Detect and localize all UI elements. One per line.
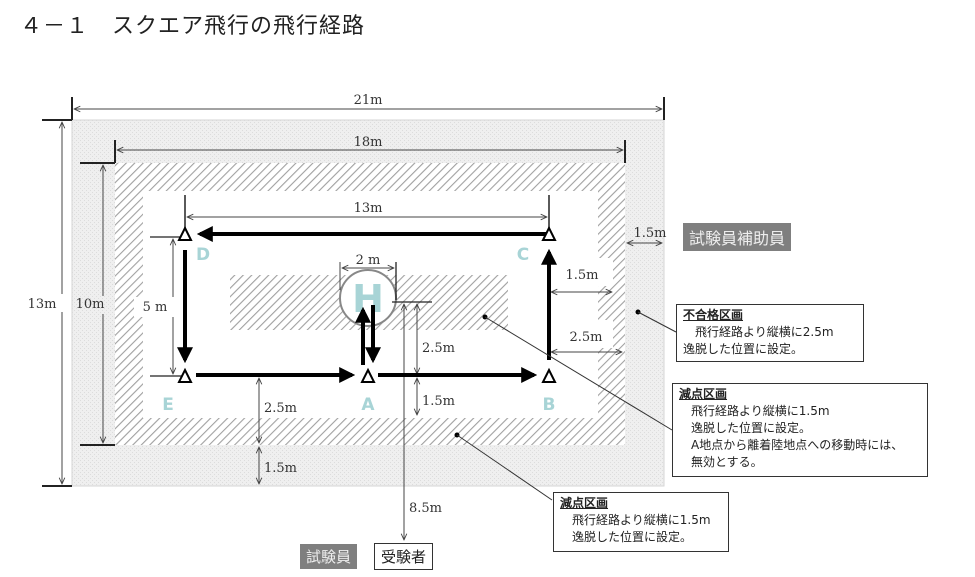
point-label-e: E bbox=[162, 395, 174, 415]
dim-10m-height-label: 10m bbox=[76, 297, 105, 312]
note-penalty-outer-title: 減点区画 bbox=[560, 496, 609, 510]
dim-lower-2-5m-label: 2.5m bbox=[264, 401, 297, 416]
note-line: A地点から離着陸地点への移動時には、 bbox=[679, 438, 904, 452]
examiner-label: 試験員 bbox=[300, 544, 358, 569]
label-bg bbox=[548, 320, 613, 348]
label-bg bbox=[76, 296, 106, 314]
point-label-b: B bbox=[543, 395, 556, 415]
dim-right-1-5m-label: 1.5m bbox=[565, 268, 598, 283]
dim-2m-label: 2 m bbox=[356, 253, 381, 268]
point-marker-b bbox=[541, 367, 557, 383]
dim-21m-label: 21m bbox=[354, 93, 383, 108]
dim-8-5m-label: 8.5m bbox=[409, 501, 442, 516]
assistant-examiner-label: 試験員補助員 bbox=[683, 223, 792, 251]
helipad-label: H bbox=[352, 277, 384, 321]
point-marker-c bbox=[541, 225, 557, 241]
dim-helipad-2-5m-label: 2.5m bbox=[422, 341, 455, 356]
note-penalty-zone-outer: 減点区画 飛行経路より縦横に1.5m 逸脱した位置に設定。 bbox=[553, 492, 729, 552]
leader-line-fail bbox=[637, 311, 677, 333]
point-label-a: A bbox=[361, 395, 375, 415]
dim-18m-label: 18m bbox=[354, 135, 383, 150]
note-line: 飛行経路より縦横に1.5m bbox=[560, 513, 711, 527]
note-fail-zone-title: 不合格区画 bbox=[683, 308, 744, 322]
label-bg bbox=[40, 294, 70, 312]
leader-line-penalty-inner bbox=[484, 316, 673, 431]
note-penalty-inner-title: 減点区画 bbox=[679, 387, 728, 401]
point-label-d: D bbox=[196, 245, 210, 265]
examinee-label: 受験者 bbox=[374, 543, 434, 570]
note-penalty-zone-inner: 減点区画 飛行経路より縦横に1.5m 逸脱した位置に設定。 A地点から離着陸地点… bbox=[672, 383, 928, 477]
point-marker-d bbox=[177, 225, 193, 241]
dim-outer-1-5m-label: 1.5m bbox=[633, 226, 666, 241]
leader-line-penalty-outer bbox=[456, 434, 553, 501]
dim-5m-label: 5 m bbox=[143, 300, 168, 315]
dim-13m-height-label: 13m bbox=[28, 297, 57, 312]
point-marker-e bbox=[177, 367, 193, 383]
dim-right-2-5m-label: 2.5m bbox=[569, 330, 602, 345]
dim-path-1-5m-label: 1.5m bbox=[422, 394, 455, 409]
note-line: 無効とする。 bbox=[679, 455, 763, 469]
point-label-c: C bbox=[517, 245, 529, 265]
label-bg bbox=[548, 258, 613, 286]
dim-lower-1-5m-label: 1.5m bbox=[264, 461, 297, 476]
note-fail-zone: 不合格区画 飛行経路より縦横に2.5m 逸脱した位置に設定。 bbox=[676, 304, 864, 362]
note-line: 飛行経路より縦横に1.5m bbox=[679, 404, 830, 418]
dim-13m-label: 13m bbox=[354, 201, 383, 216]
note-line: 逸脱した位置に設定。 bbox=[560, 530, 693, 544]
label-bg bbox=[134, 297, 178, 317]
note-line: 逸脱した位置に設定。 bbox=[679, 421, 812, 435]
point-marker-a bbox=[360, 367, 376, 383]
page-title: ４－１ スクエア飛行の飛行経路 bbox=[20, 14, 366, 39]
note-line: 飛行経路より縦横に2.5m bbox=[683, 325, 834, 339]
note-line: 逸脱した位置に設定。 bbox=[683, 342, 804, 356]
